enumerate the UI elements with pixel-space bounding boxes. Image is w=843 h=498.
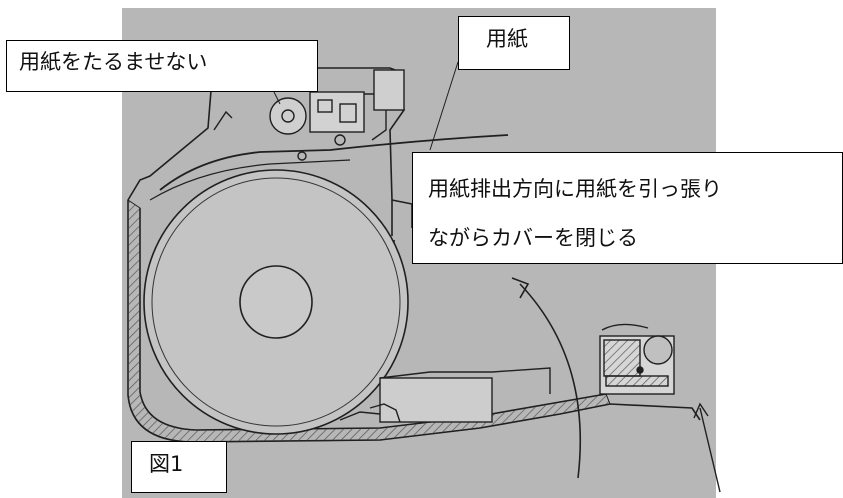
callout-no-slack: 用紙をたるませない (6, 40, 318, 92)
paper-leader-line (429, 61, 459, 151)
roll-inner-circle (151, 177, 401, 427)
instruction-line-2: ながらカバーを閉じる (428, 226, 638, 250)
paper-tray (339, 367, 551, 423)
cover-mechanism (599, 323, 675, 395)
slack-leader-line (273, 91, 281, 105)
roll-core (239, 265, 313, 339)
callout-paper: 用紙 (458, 16, 570, 70)
callout-no-slack-text: 用紙をたるませない (19, 50, 208, 74)
housing-wall-hatch (127, 199, 611, 443)
paper-path (159, 134, 509, 191)
callout-paper-text: 用紙 (486, 27, 528, 51)
instruction-line-1: 用紙排出方向に用紙を引っ張り (428, 177, 722, 201)
paper-guide (149, 159, 351, 201)
rotation-arrow (511, 277, 582, 479)
cover-pointer-arrow (693, 402, 721, 493)
callout-instruction: 用紙排出方向に用紙を引っ張り ながらカバーを閉じる (412, 152, 843, 264)
figure-number-label: 図1 (131, 441, 227, 493)
paper-roll (143, 169, 409, 435)
figure-number-text: 図1 (149, 452, 184, 476)
